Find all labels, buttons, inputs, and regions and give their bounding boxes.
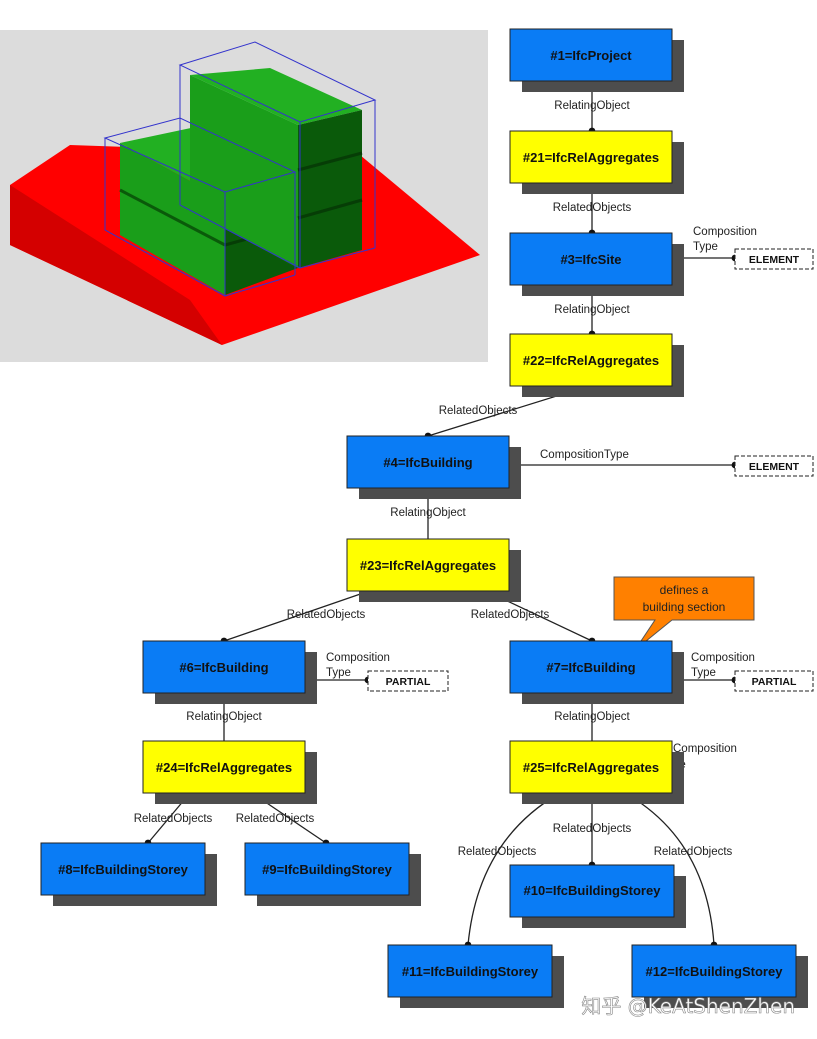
node-ifc-building-7[interactable]: #7=IfcBuilding [509, 640, 684, 704]
svg-text:#21=IfcRelAggregates: #21=IfcRelAggregates [523, 150, 659, 165]
edge-label-related-6: RelatedObjects [236, 813, 315, 825]
callout-line-1: defines a [660, 583, 709, 597]
upper-block-front [190, 75, 298, 268]
svg-text:#11=IfcBuildingStorey: #11=IfcBuildingStorey [402, 964, 539, 979]
edge-label-related-5: RelatedObjects [134, 813, 213, 825]
svg-text:#3=IfcSite: #3=IfcSite [560, 252, 621, 267]
node-rel-aggregates-21[interactable]: #21=IfcRelAggregates [509, 130, 684, 194]
building7-type-label: Type [691, 667, 716, 679]
svg-text:#1=IfcProject: #1=IfcProject [550, 48, 632, 63]
node-rel-aggregates-25[interactable]: #25=IfcRelAggregates [509, 740, 684, 804]
svg-text:#25=IfcRelAggregates: #25=IfcRelAggregates [523, 760, 659, 775]
node-ifc-building-6[interactable]: #6=IfcBuilding [142, 640, 317, 704]
node-ifc-building-storey-8[interactable]: #8=IfcBuildingStorey [40, 842, 217, 906]
edge-label-related-3: RelatedObjects [287, 609, 366, 621]
building6-partial-tag: PARTIAL [367, 670, 449, 692]
svg-text:#8=IfcBuildingStorey: #8=IfcBuildingStorey [58, 862, 188, 877]
svg-text:ELEMENT: ELEMENT [749, 461, 800, 473]
building7-composition-label: Composition [691, 652, 755, 664]
svg-text:PARTIAL: PARTIAL [752, 676, 797, 688]
node-ifc-building-storey-12[interactable]: #12=IfcBuildingStorey [631, 944, 808, 1008]
node-rel-aggregates-23[interactable]: #23=IfcRelAggregates [346, 538, 521, 602]
svg-text:PARTIAL: PARTIAL [386, 676, 431, 688]
composition-tags: ELEMENT ELEMENT PARTIAL PARTIAL [367, 248, 814, 692]
node-rel-aggregates-24[interactable]: #24=IfcRelAggregates [142, 740, 317, 804]
svg-text:#23=IfcRelAggregates: #23=IfcRelAggregates [360, 558, 496, 573]
node-ifc-project[interactable]: #1=IfcProject [509, 28, 684, 92]
watermark: 知乎 @KeAtShenZhen [581, 994, 795, 1018]
building7-partial-tag: PARTIAL [734, 670, 814, 692]
upper-block-floor-line-2 [297, 198, 363, 220]
site-element-tag: ELEMENT [734, 248, 814, 270]
svg-text:#24=IfcRelAggregates: #24=IfcRelAggregates [156, 760, 292, 775]
callout-line-2: building section [643, 600, 726, 614]
node-rel-aggregates-22[interactable]: #22=IfcRelAggregates [509, 333, 684, 397]
node-ifc-building-storey-11[interactable]: #11=IfcBuildingStorey [387, 944, 564, 1008]
section-callout: defines a building section [613, 576, 755, 651]
svg-text:#9=IfcBuildingStorey: #9=IfcBuildingStorey [262, 862, 392, 877]
site-composition-label: Composition [693, 226, 757, 238]
edge-label-related-7: RelatedObjects [553, 823, 632, 835]
site-type-label: Type [693, 241, 718, 253]
svg-text:#10=IfcBuildingStorey: #10=IfcBuildingStorey [524, 883, 662, 898]
edge-label-relating-5: RelatingObject [554, 711, 630, 723]
lower-block-floor-line [119, 188, 226, 247]
svg-text:ELEMENT: ELEMENT [749, 254, 800, 266]
node-ifc-building-storey-9[interactable]: #9=IfcBuildingStorey [244, 842, 421, 906]
model-viewport [0, 30, 488, 362]
nodes: #1=IfcProject #21=IfcRelAggregates #3=If… [40, 28, 808, 1008]
svg-text:#6=IfcBuilding: #6=IfcBuilding [179, 660, 268, 675]
svg-text:#7=IfcBuilding: #7=IfcBuilding [546, 660, 635, 675]
edge-label-related-8: RelatedObjects [458, 846, 537, 858]
edge-labels: RelatingObject RelatedObjects RelatingOb… [134, 100, 757, 858]
building6-type-label: Type [326, 667, 351, 679]
edge-label-relating-1: RelatingObject [554, 100, 630, 112]
edge-label-related-2: RelatedObjects [439, 405, 518, 417]
building-composition-type-label: CompositionType [540, 449, 629, 461]
bounding-boxes [103, 41, 377, 297]
svg-text:#12=IfcBuildingStorey: #12=IfcBuildingStorey [646, 964, 784, 979]
upper-block-top [190, 68, 362, 125]
edge-label-related-4: RelatedObjects [471, 609, 550, 621]
site-terrain-side [10, 185, 222, 345]
node-ifc-site[interactable]: #3=IfcSite [509, 232, 684, 296]
building6-composition-label: Composition [326, 652, 390, 664]
node-ifc-building-4[interactable]: #4=IfcBuilding [346, 435, 521, 499]
upper-block-floor-line-1 [297, 151, 363, 172]
edge-label-relating-3: RelatingObject [390, 507, 466, 519]
upper-block-side [298, 110, 362, 268]
svg-text:#22=IfcRelAggregates: #22=IfcRelAggregates [523, 353, 659, 368]
node-ifc-building-storey-10[interactable]: #10=IfcBuildingStorey [509, 864, 686, 928]
svg-text:#4=IfcBuilding: #4=IfcBuilding [383, 455, 472, 470]
edge-label-relating-4: RelatingObject [186, 711, 262, 723]
rel25-composition-label: Composition [673, 743, 737, 755]
edge-label-relating-2: RelatingObject [554, 304, 630, 316]
building-element-tag: ELEMENT [734, 455, 814, 477]
edge-label-related-1: RelatedObjects [553, 202, 632, 214]
edge-label-related-9: RelatedObjects [654, 846, 733, 858]
